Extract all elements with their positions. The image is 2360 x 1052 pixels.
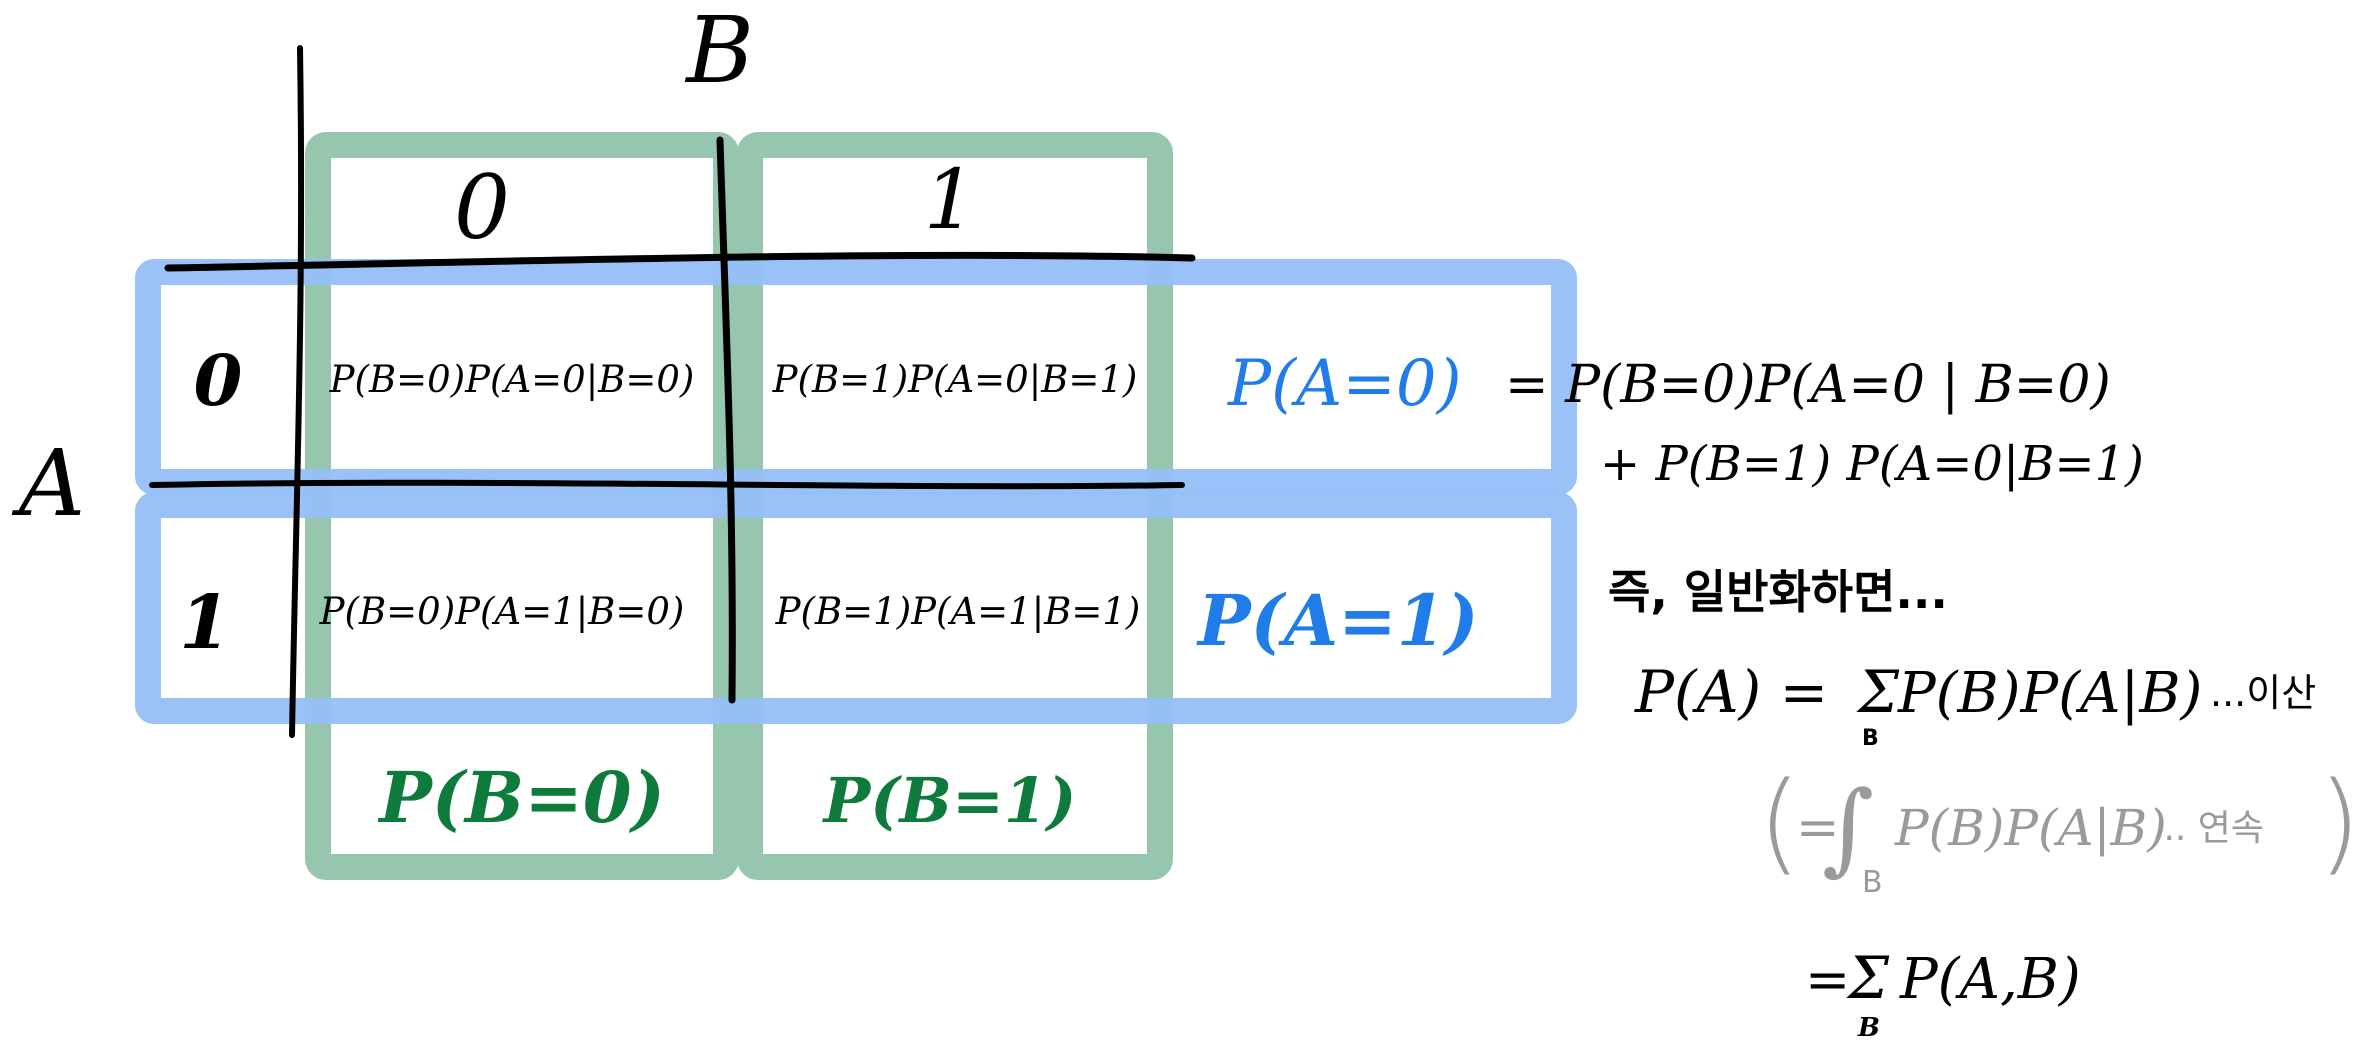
discrete-rhs: P(B)P(A|B) — [1897, 661, 2202, 726]
marginal-b0: P(B=0) — [377, 756, 664, 839]
row-band-a1 — [135, 492, 1577, 724]
column-header-1: 1 — [924, 153, 976, 248]
grid-vertical-left — [289, 45, 305, 738]
grid-horizontal-middle — [149, 479, 1185, 490]
grid-vertical-middle — [716, 136, 736, 704]
row-variable-label: A — [11, 430, 85, 537]
continuous-integral-symbol: ∫ — [1822, 769, 1874, 886]
cell-a1-b1: P(B=1)P(A=1|B=1) — [775, 590, 1141, 633]
marginal-a1: P(A=1) — [1196, 579, 1479, 662]
discrete-note: ...이산 — [2210, 671, 2316, 715]
column-variable-label: B — [684, 0, 754, 104]
joint-sum-symbol: Σ — [1846, 944, 1890, 1012]
cell-a0-b1: P(B=1)P(A=0|B=1) — [772, 358, 1138, 401]
joint-equals: = — [1805, 948, 1850, 1011]
row-header-1: 1 — [179, 580, 231, 666]
grid-horizontal-top — [164, 251, 1196, 272]
joint-rhs: P(A,B) — [1899, 947, 2081, 1012]
marginal-a0: P(A=0) — [1227, 347, 1462, 421]
expansion-line-1: = P(B=0)P(A=0 | B=0) — [1505, 355, 2111, 415]
marginal-b1: P(B=1) — [822, 764, 1077, 837]
discrete-lhs: P(A) = — [1634, 658, 1828, 726]
column-header-0: 0 — [454, 156, 510, 259]
joint-sum-subscript: B — [1857, 1013, 1880, 1043]
discrete-sum-subscript: B — [1862, 726, 1879, 751]
cell-a1-b0: P(B=0)P(A=1|B=0) — [319, 590, 685, 633]
continuous-note: ... 연속 — [2152, 808, 2264, 849]
row-header-0: 0 — [194, 339, 243, 422]
generalize-note: 즉, 일반화하면... — [1608, 565, 1948, 619]
cell-a0-b0: P(B=0)P(A=0|B=0) — [329, 358, 695, 401]
continuous-equals: = — [1796, 798, 1840, 858]
expansion-line-2: + P(B=1) P(A=0|B=1) — [1600, 436, 2144, 492]
discrete-sum-symbol: Σ — [1856, 658, 1900, 726]
continuous-close-paren: ) — [2318, 758, 2360, 886]
continuous-integral-subscript: B — [1862, 865, 1883, 900]
row-band-a0 — [135, 259, 1577, 495]
continuous-rhs: P(B)P(A|B) — [1894, 799, 2167, 857]
continuous-open-paren: ( — [1758, 758, 1801, 886]
